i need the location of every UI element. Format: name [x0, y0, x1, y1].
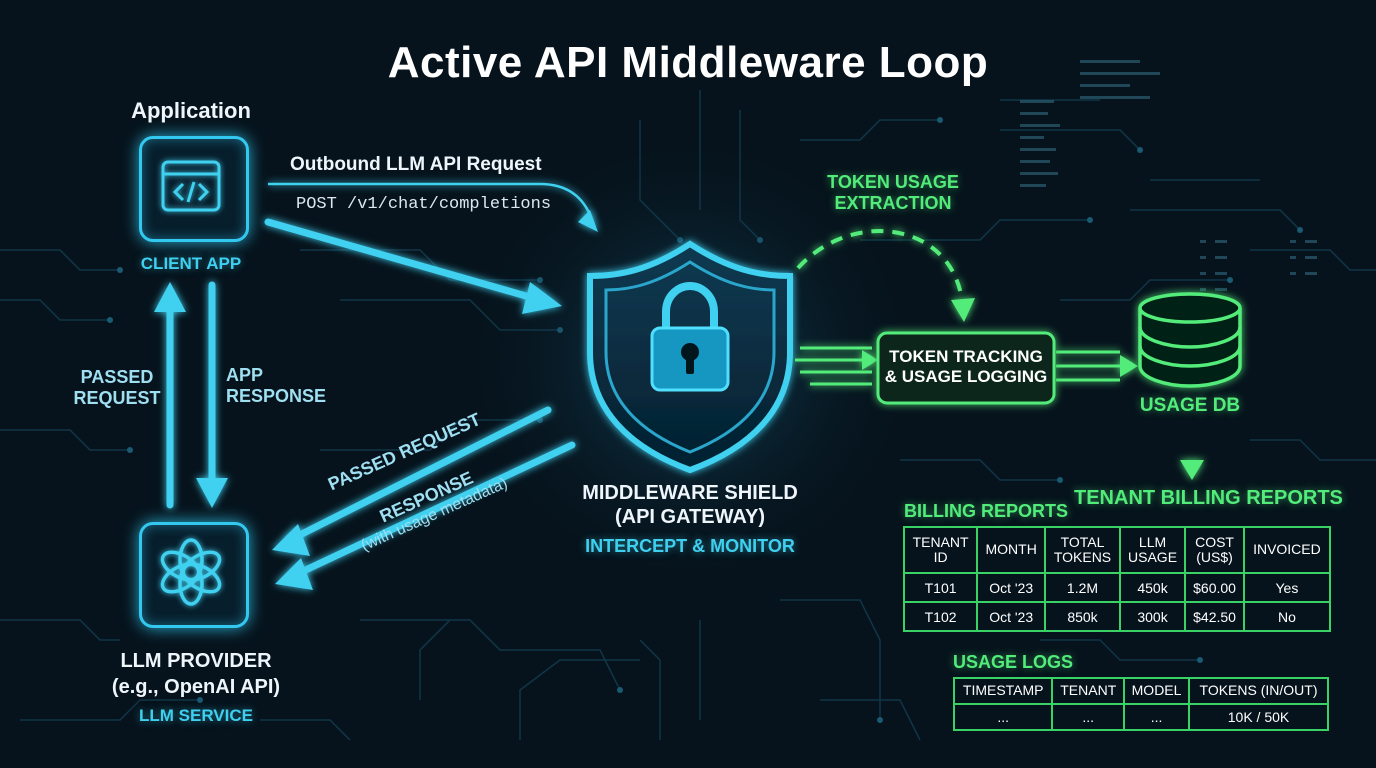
table-cell: Yes	[1242, 572, 1332, 603]
llm-provider-icon-box	[139, 522, 249, 628]
token-extraction-arrowhead	[951, 298, 975, 322]
token-extraction-label: TOKEN USAGE EXTRACTION	[808, 172, 978, 213]
logs-header-tenant: TENANT	[1051, 677, 1126, 705]
usage-logs-table: TIMESTAMP TENANT MODEL TOKENS (IN/OUT) .…	[952, 677, 1329, 731]
endpoint-label: POST /v1/chat/completions	[296, 195, 552, 214]
outbound-request-arrow	[264, 218, 544, 304]
usage-logs-title: USAGE LOGS	[953, 652, 1074, 672]
logs-header-row: TIMESTAMP TENANT MODEL TOKENS (IN/OUT)	[952, 677, 1329, 705]
table-cell: T102	[902, 601, 979, 632]
table-cell: 450k	[1118, 572, 1187, 603]
table-cell: No	[1242, 601, 1332, 632]
table-row: ... ... ... 10K / 50K	[952, 703, 1329, 731]
app-response-line-2: RESPONSE	[226, 385, 327, 406]
usage-db-label: USAGE DB	[1139, 395, 1241, 416]
green-stream-arrowheads	[862, 350, 1138, 377]
token-extraction-line-2: EXTRACTION	[834, 192, 952, 213]
billing-header-invoiced: INVOICED	[1242, 526, 1332, 574]
middleware-shield-name: MIDDLEWARE SHIELD	[582, 482, 798, 504]
outbound-request-label: Outbound LLM API Request	[290, 154, 542, 175]
data-column-texture	[1020, 60, 1317, 291]
passed-request-left-label: PASSED REQUEST	[62, 367, 172, 408]
table-cell: ...	[1051, 703, 1126, 731]
token-tracking-label: TOKEN TRACKING & USAGE LOGGING	[878, 347, 1054, 386]
table-cell: 850k	[1044, 601, 1121, 632]
outbound-label-pointer	[268, 182, 594, 221]
table-cell: ...	[1123, 703, 1190, 731]
intercept-monitor-label: INTERCEPT & MONITOR	[585, 536, 795, 556]
table-cell: 300k	[1118, 601, 1187, 632]
tenant-billing-reports-label: TENANT BILLING REPORTS	[1074, 487, 1343, 509]
passed-request-line-2: REQUEST	[73, 387, 161, 408]
api-gateway-subtitle: (API GATEWAY)	[614, 506, 765, 528]
token-extraction-line-1: TOKEN USAGE	[827, 172, 959, 192]
db-to-reports-arrowhead	[1180, 460, 1204, 480]
token-tracking-line-1: TOKEN TRACKING	[889, 347, 1043, 366]
llm-provider-name: LLM PROVIDER	[120, 650, 272, 672]
billing-header-month: MONTH	[976, 526, 1047, 574]
client-heading: Application	[131, 98, 251, 123]
cyan-arrowheads	[154, 210, 598, 590]
client-app-icon-box	[139, 136, 249, 242]
middleware-shield-graphic	[587, 240, 793, 474]
llm-provider-example: (e.g., OpenAI API)	[111, 676, 281, 698]
cyan-flow-arrows	[166, 218, 576, 579]
table-cell: Oct '23	[976, 572, 1047, 603]
logs-header-model: MODEL	[1123, 677, 1190, 705]
passed-request-to-provider-arrow	[286, 406, 552, 544]
usage-db-graphic	[1138, 292, 1242, 388]
table-cell: $42.50	[1184, 601, 1245, 632]
table-cell: $60.00	[1184, 572, 1245, 603]
table-cell: 1.2M	[1044, 572, 1121, 603]
billing-reports-title: BILLING REPORTS	[904, 501, 1069, 521]
client-app-label: CLIENT APP	[140, 254, 242, 273]
table-cell: 10K / 50K	[1188, 703, 1329, 731]
logs-header-timestamp: TIMESTAMP	[952, 677, 1054, 705]
app-response-line-1: APP	[226, 365, 264, 385]
green-data-streams	[795, 346, 1130, 386]
logs-header-tokens: TOKENS (IN/OUT)	[1188, 677, 1329, 705]
token-tracking-box	[876, 331, 1056, 405]
table-row: T101 Oct '23 1.2M 450k $60.00 Yes	[902, 572, 1332, 603]
token-tracking-line-2: & USAGE LOGGING	[884, 366, 1048, 386]
passed-request-line-1: PASSED	[80, 367, 154, 387]
billing-header-cost: COST(US$)	[1184, 526, 1245, 574]
table-cell: Oct '23	[976, 601, 1047, 632]
table-cell: ...	[952, 703, 1054, 731]
app-response-label: APP RESPONSE	[226, 365, 326, 406]
llm-service-label: LLM SERVICE	[139, 706, 253, 725]
token-extraction-dashed-arrow	[796, 229, 964, 301]
table-row: T102 Oct '23 850k 300k $42.50 No	[902, 601, 1332, 632]
table-cell: T101	[902, 572, 979, 603]
response-from-provider-arrow	[291, 441, 576, 579]
diagram-title: Active API Middleware Loop	[387, 38, 989, 87]
